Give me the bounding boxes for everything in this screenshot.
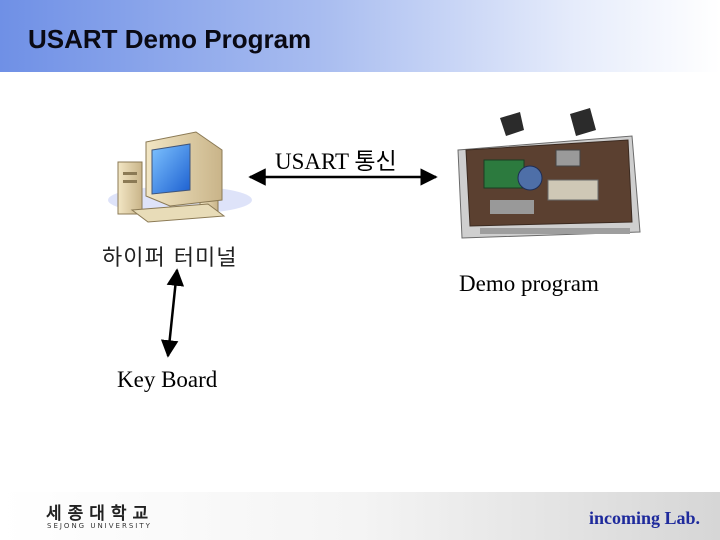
demo-program-label: Demo program <box>459 271 599 297</box>
demo-board-image <box>458 108 640 238</box>
university-name-korean: 세종대학교 <box>46 499 154 524</box>
keyboard-link-arrow <box>168 270 177 356</box>
university-logo: 세종대학교 SEJONG UNIVERSITY <box>12 497 162 537</box>
keyboard-label: Key Board <box>117 367 217 393</box>
hyper-terminal-label: 하이퍼 터미널 <box>102 240 237 272</box>
usart-link-label: USART 통신 <box>275 142 397 176</box>
computer-icon <box>108 132 252 222</box>
lab-name: incoming Lab. <box>589 508 700 529</box>
university-name-english: SEJONG UNIVERSITY <box>47 522 152 530</box>
